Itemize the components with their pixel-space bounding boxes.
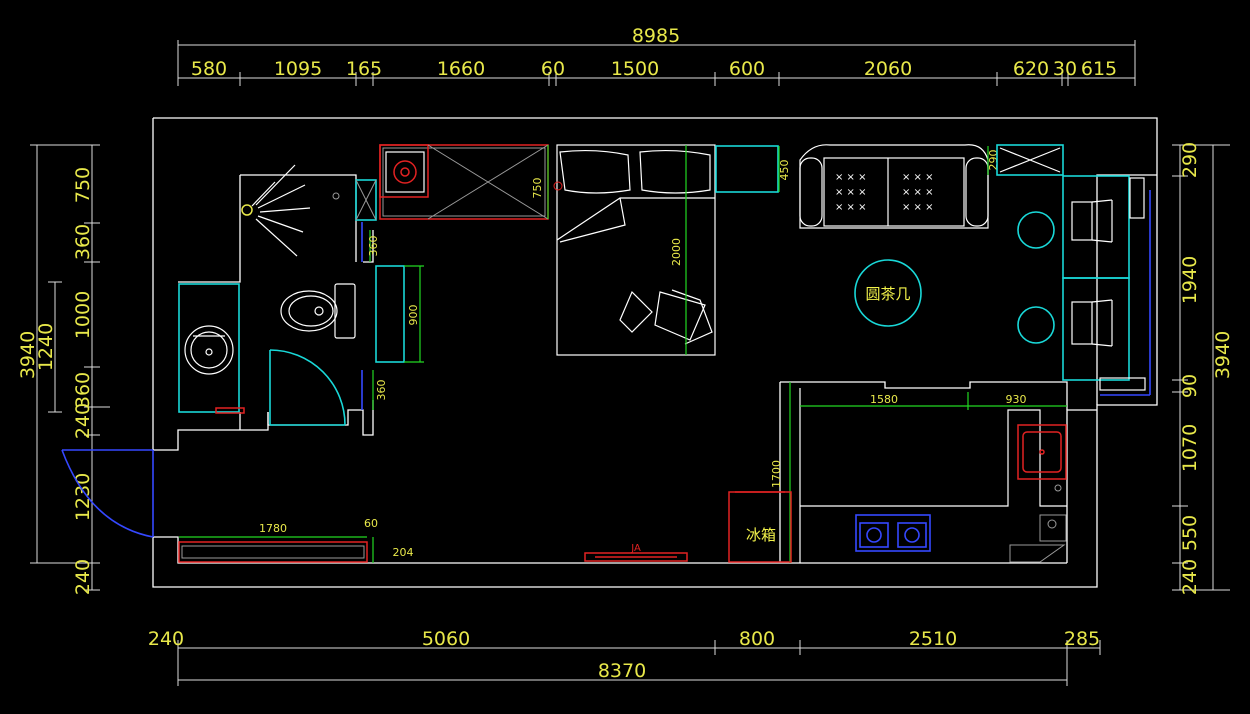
left-dim-5: 240 <box>72 403 94 439</box>
svg-text:× × ×: × × × <box>902 172 934 183</box>
round-coffee-table: 圆茶几 <box>854 259 922 327</box>
left-dim-3: 1000 <box>72 291 94 339</box>
top-dim-7: 600 <box>729 58 765 80</box>
nightstand: 450 <box>715 145 791 193</box>
top-dim-6: 1500 <box>611 58 659 80</box>
top-dim-2: 1095 <box>274 58 322 80</box>
svg-text:× × ×: × × × <box>902 202 934 213</box>
left-dimension-chain: 3940 1240 750 360 1000 360 240 1230 240 <box>17 144 110 595</box>
laptop-icon-2 <box>1071 299 1113 347</box>
kitchen: 1580 930 1700 <box>770 381 1068 563</box>
desk-workstation <box>1017 175 1151 396</box>
tv-label: JA <box>630 543 641 554</box>
bottom-dimension-chain: 240 5060 800 2510 285 8370 <box>148 628 1101 686</box>
top-dim-4: 1660 <box>437 58 485 80</box>
bathroom <box>178 164 374 436</box>
bottom-dim-4: 2510 <box>909 628 957 650</box>
dim-60-bottom: 60 <box>364 517 378 530</box>
svg-text:× × ×: × × × <box>835 202 867 213</box>
dim-2000: 2000 <box>670 238 683 266</box>
top-dim-5: 60 <box>541 58 565 80</box>
bottom-overall-dim: 8370 <box>598 660 646 682</box>
svg-text:× × ×: × × × <box>835 187 867 198</box>
laptop-icon-1 <box>1071 199 1113 243</box>
right-overall-dim: 3940 <box>1212 331 1234 379</box>
bathroom-sink-icon <box>178 283 245 414</box>
shower-head-icon <box>241 164 340 257</box>
right-dimension-chain: 3940 290 1940 90 1070 550 240 <box>1172 142 1234 595</box>
entrance-door <box>61 449 154 538</box>
fridge-label: 冰箱 <box>746 526 776 544</box>
top-dimension-chain: 8985 580 1095 165 1660 60 1500 600 2060 … <box>177 25 1136 86</box>
dim-360-lower: 360 <box>375 380 388 401</box>
top-dim-3: 165 <box>346 58 382 80</box>
gas-stove-icon <box>855 514 931 552</box>
right-dim-1: 290 <box>1179 142 1201 178</box>
dim-750-inner: 750 <box>531 178 544 199</box>
left-dim-6: 1230 <box>72 473 94 521</box>
left-dim-4: 360 <box>72 372 94 408</box>
bottom-dim-5: 285 <box>1064 628 1100 650</box>
bathroom-door <box>269 349 346 426</box>
right-dim-2: 1940 <box>1179 256 1201 304</box>
right-dim-3: 90 <box>1179 374 1201 398</box>
kitchen-sink-icon <box>1017 424 1067 480</box>
toilet-icon <box>280 283 356 339</box>
top-dim-1: 580 <box>191 58 227 80</box>
dim-450: 450 <box>778 160 791 181</box>
coffee-table-label: 圆茶几 <box>865 285 910 303</box>
dim-1700: 1700 <box>770 460 783 488</box>
dim-1580: 1580 <box>870 393 898 406</box>
svg-text:× × ×: × × × <box>902 187 934 198</box>
shoe-cabinet: 1780 60 204 <box>178 517 414 563</box>
top-dim-10: 30 <box>1053 58 1077 80</box>
top-overall-dim: 8985 <box>632 25 680 47</box>
left-dim-2: 360 <box>72 224 94 260</box>
left-dim-1: 750 <box>72 167 94 203</box>
right-dim-4: 1070 <box>1179 424 1201 472</box>
sofa-icon: 290 × × × × × × × × × × × × × × × × × × <box>799 144 1000 229</box>
left-overall-dim: 3940 <box>17 331 39 379</box>
outer-walls <box>152 117 1158 588</box>
bottom-dim-3: 800 <box>739 628 775 650</box>
left-dim-7: 240 <box>72 559 94 595</box>
dim-930: 930 <box>1006 393 1027 406</box>
side-cabinet-900: 900 360 <box>372 265 424 410</box>
dim-900: 900 <box>407 305 420 326</box>
tv-unit: JA <box>584 543 688 562</box>
right-dim-6: 240 <box>1179 559 1201 595</box>
wardrobe-cabinet: 750 360 <box>355 144 549 262</box>
fridge: 冰箱 <box>728 491 792 563</box>
left-sub-dim: 1240 <box>35 323 57 371</box>
svg-text:× × ×: × × × <box>835 172 867 183</box>
top-dim-11: 615 <box>1081 58 1117 80</box>
bottom-dim-2: 5060 <box>422 628 470 650</box>
bed-icon: 2000 <box>553 144 716 356</box>
dim-360-upper: 360 <box>367 236 380 257</box>
dim-204: 204 <box>393 546 414 559</box>
top-dim-8: 2060 <box>864 58 912 80</box>
right-dim-5: 550 <box>1179 515 1201 551</box>
corner-side-table <box>996 144 1064 176</box>
dim-290: 290 <box>987 150 1000 171</box>
dim-1780: 1780 <box>259 522 287 535</box>
top-dim-9: 620 <box>1013 58 1049 80</box>
bottom-dim-1: 240 <box>148 628 184 650</box>
